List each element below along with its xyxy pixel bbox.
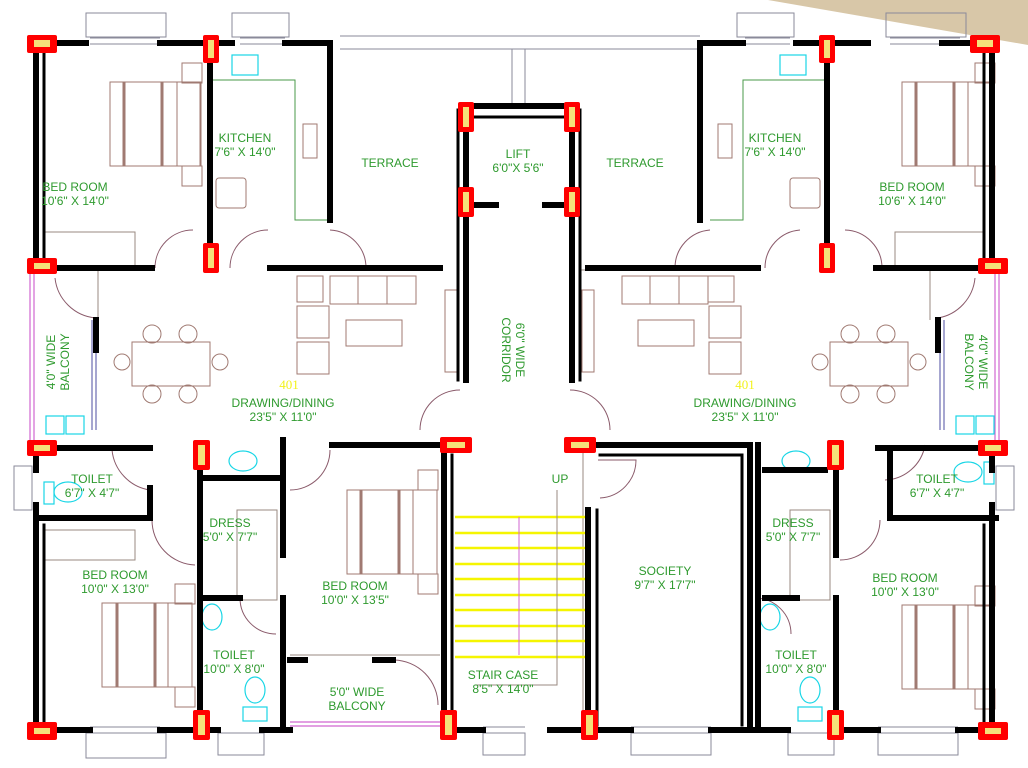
- stair-treads: [455, 515, 585, 659]
- room-name: BED ROOM: [82, 568, 148, 582]
- room-dimensions: 10'0" X 8'0": [765, 662, 827, 676]
- room-dimensions: 10'6" X 14'0": [41, 194, 109, 208]
- balcony-width: 4'0" WIDE: [976, 334, 990, 390]
- bed-bottom-middle: [346, 469, 439, 595]
- thin-lines: [44, 231, 986, 720]
- room-dimensions: 6'7" X 4'7": [64, 486, 120, 500]
- room-name: TOILET: [71, 472, 113, 486]
- walls: [33, 40, 999, 733]
- room-name: KITCHEN: [748, 131, 802, 145]
- room-dimensions: 7'6" X 14'0": [744, 145, 806, 159]
- room-name: TOILET: [916, 472, 958, 486]
- room-dimensions: 6'0"X 5'6": [492, 161, 544, 175]
- room-bedroom-top-right: BED ROOM 10'6" X 14'0": [878, 180, 946, 208]
- window-frames: [13, 12, 1015, 759]
- room-dress-left: DRESS 5'0" X 7'7": [203, 516, 257, 544]
- room-dimensions: 10'0" X 8'0": [203, 662, 265, 676]
- room-name: LIFT: [505, 147, 531, 161]
- room-drawing-dining-right: DRAWING/DINING 23'5" X 11'0": [694, 396, 797, 424]
- room-drawing-dining-left: DRAWING/DINING 23'5" X 11'0": [232, 396, 335, 424]
- balcony-width: 4'0" WIDE: [44, 334, 58, 390]
- bed-bottom-left: [101, 583, 196, 708]
- room-toilet-small-right: TOILET 6'7" X 4'7": [910, 472, 964, 500]
- room-society: SOCIETY 9'7" X 17'7": [634, 564, 695, 592]
- room-name: DRESS: [209, 516, 251, 530]
- bed-top-right: [901, 62, 996, 187]
- room-dimensions: 10'0" X 13'5": [321, 593, 389, 607]
- room-name: DRAWING/DINING: [693, 396, 797, 410]
- stair-up-label: UP: [551, 472, 569, 486]
- kitchen-counters: [210, 79, 828, 221]
- room-dimensions: 10'0" X 13'0": [81, 582, 149, 596]
- bed-top-left: [109, 62, 203, 187]
- room-dimensions: 23'5" X 11'0": [711, 410, 779, 424]
- room-dimensions: 8'5" X 14'0": [472, 682, 534, 696]
- room-dimensions: 7'6" X 14'0": [214, 145, 276, 159]
- room-name: BED ROOM: [42, 180, 108, 194]
- balcony-name: BALCONY: [328, 699, 386, 713]
- room-dimensions: 23'5" X 11'0": [249, 410, 317, 424]
- room-dimensions: 10'0" X 13'0": [871, 585, 939, 599]
- room-toilet-small-left: TOILET 6'7" X 4'7": [65, 472, 119, 500]
- unit-number-left: 401: [279, 377, 299, 392]
- room-terrace-right: TERRACE: [606, 156, 663, 170]
- room-bedroom-bottom-middle: BED ROOM 10'0" X 13'5": [321, 579, 389, 607]
- room-name: TERRACE: [606, 156, 664, 170]
- balcony-right-label: 4'0" WIDE BALCONY: [962, 333, 990, 390]
- corridor-width: 6'0" WIDE: [513, 322, 527, 378]
- corridor-name: CORRIDOR: [499, 317, 513, 383]
- room-name: BED ROOM: [872, 571, 938, 585]
- room-name: BED ROOM: [322, 579, 388, 593]
- room-dimensions: 9'7" X 17'7": [634, 578, 696, 592]
- room-terrace-left: TERRACE: [361, 156, 418, 170]
- room-name: KITCHEN: [218, 131, 272, 145]
- room-bedroom-top-left: BED ROOM 10'6" X 14'0": [41, 180, 109, 208]
- room-name: TOILET: [775, 648, 817, 662]
- room-dimensions: 10'6" X 14'0": [878, 194, 946, 208]
- room-dimensions: 6'7" X 4'7": [909, 486, 965, 500]
- unit-number-right: 401: [735, 377, 755, 392]
- room-staircase: STAIR CASE 8'5" X 14'0": [468, 668, 538, 696]
- room-dress-right: DRESS 5'0" X 7'7": [766, 516, 820, 544]
- room-toilet-left: TOILET 10'0" X 8'0": [203, 648, 264, 676]
- room-toilet-right: TOILET 10'0" X 8'0": [765, 648, 826, 676]
- balcony-left-label: 4'0" WIDE BALCONY: [44, 333, 72, 390]
- room-name: DRESS: [772, 516, 814, 530]
- room-name: DRAWING/DINING: [231, 396, 335, 410]
- room-dimensions: 5'0" X 7'7": [765, 530, 821, 544]
- columns: [27, 35, 1008, 740]
- room-kitchen-left: KITCHEN 7'6" X 14'0": [214, 131, 275, 159]
- room-bedroom-bottom-right: BED ROOM 10'0" X 13'0": [871, 571, 939, 599]
- door-swings: [54, 229, 976, 706]
- room-kitchen-right: KITCHEN 7'6" X 14'0": [744, 131, 805, 159]
- room-dimensions: 5'0" X 7'7": [202, 530, 258, 544]
- corridor-label: 6'0" WIDE CORRIDOR: [499, 317, 527, 382]
- sanitary-fixtures: [43, 54, 995, 722]
- room-name: SOCIETY: [638, 564, 692, 578]
- bed-bottom-right: [901, 585, 996, 710]
- living-furniture: [113, 123, 927, 404]
- stair-up-arrow-line: [475, 490, 558, 686]
- room-name: TOILET: [213, 648, 255, 662]
- balcony-name: BALCONY: [962, 333, 976, 391]
- room-name: BED ROOM: [879, 180, 945, 194]
- balcony-name: BALCONY: [58, 333, 72, 391]
- room-name: TERRACE: [361, 156, 419, 170]
- balcony-bottom-middle-label: 5'0" WIDE BALCONY: [328, 685, 385, 713]
- balcony-railings: [29, 272, 1000, 727]
- balcony-width: 5'0" WIDE: [329, 685, 385, 699]
- room-name: STAIR CASE: [467, 668, 539, 682]
- room-lift: LIFT 6'0"X 5'6": [492, 147, 543, 175]
- room-bedroom-bottom-left: BED ROOM 10'0" X 13'0": [81, 568, 149, 596]
